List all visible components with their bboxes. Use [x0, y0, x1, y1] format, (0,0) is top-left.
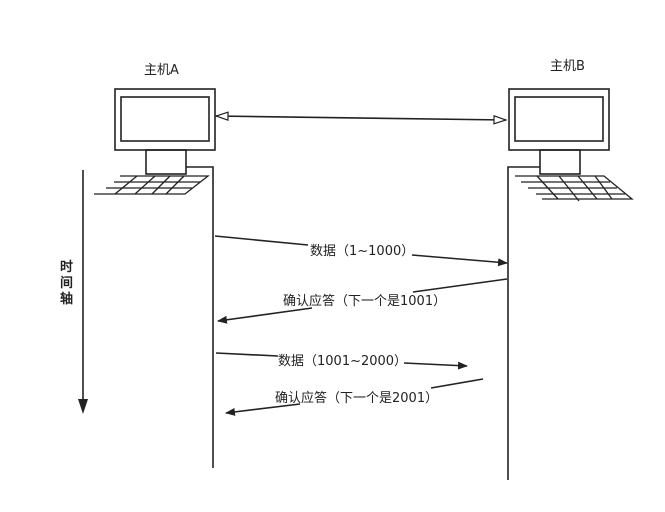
- host-a-label: 主机A: [144, 63, 179, 78]
- message-1-label: 数据（1~1000）: [310, 244, 414, 259]
- host-a-computer-icon: [94, 88, 216, 195]
- time-axis-char-3: 轴: [60, 291, 73, 307]
- host-b-keyboard-icon: [515, 175, 634, 202]
- message-3-arrow: [215, 352, 468, 370]
- time-axis-char-1: 时: [60, 259, 73, 275]
- host-b-timeline: [507, 166, 540, 480]
- host-b-computer-icon: [508, 88, 634, 202]
- message-2-label: 确认应答（下一个是1001）: [283, 293, 446, 309]
- message-2-arrow: [217, 278, 508, 324]
- message-4-arrow: [225, 378, 484, 416]
- host-connection-arrow: [216, 116, 506, 120]
- message-1-arrow: [214, 235, 508, 267]
- time-axis-arrowhead: [78, 399, 88, 414]
- host-a-keyboard-icon: [94, 175, 210, 195]
- host-b-label: 主机B: [550, 59, 585, 74]
- message-4-label: 确认应答（下一个是2001）: [275, 390, 438, 406]
- host-a-timeline: [186, 166, 214, 468]
- message-3-label: 数据（1001~2000）: [278, 354, 407, 369]
- time-axis-char-2: 间: [60, 275, 73, 291]
